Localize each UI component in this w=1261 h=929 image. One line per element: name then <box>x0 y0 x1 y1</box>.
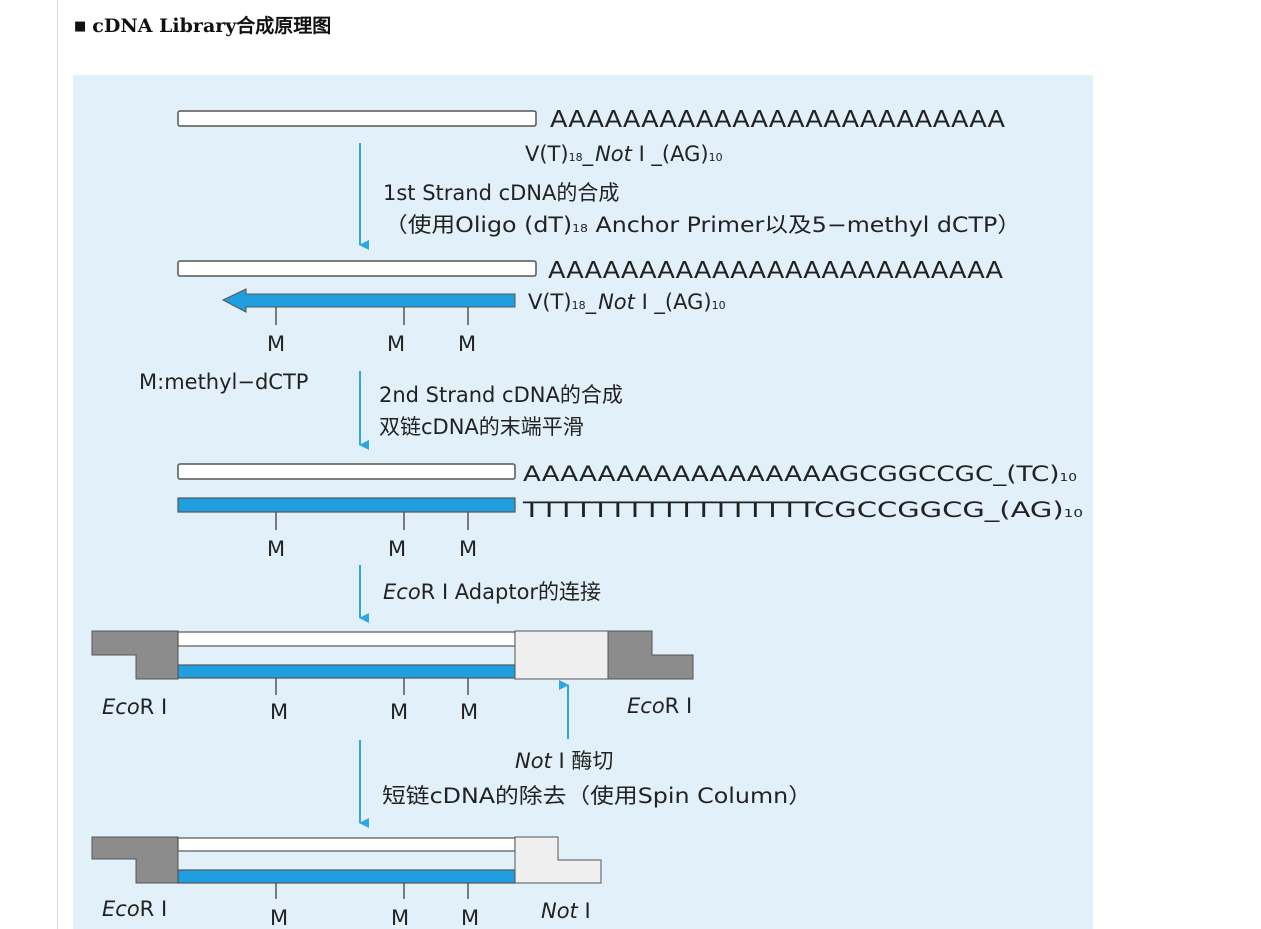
not-i-site-block <box>514 630 609 680</box>
square-bullet-icon: ■ <box>74 19 87 34</box>
primer-label-1: V(T)18_Not I _(AG)10 <box>525 142 723 167</box>
methyl-mark: M <box>460 700 478 724</box>
step2-detail: 双链cDNA的末端平滑 <box>379 415 584 439</box>
ligated-top-strand <box>177 631 516 647</box>
ecori-adaptor-right <box>607 630 694 680</box>
methyl-mark: M <box>458 332 476 356</box>
mrna-polya-tail-1: AAAAAAAAAAAAAAAAAAAAAAAAA <box>550 107 1005 133</box>
methyl-mark: M <box>270 700 288 724</box>
methyl-mark: M <box>461 906 479 929</box>
not-i-label-final: Not I <box>541 899 591 923</box>
diagram-panel: AAAAAAAAAAAAAAAAAAAAAAAAA V(T)18_Not I _… <box>73 75 1093 929</box>
methyl-mark: M <box>387 332 405 356</box>
primer-label-2: V(T)18_Not I _(AG)10 <box>528 290 726 315</box>
methyl-mark: M <box>267 332 285 356</box>
cdna-synthesis-diagram: AAAAAAAAAAAAAAAAAAAAAAAAA V(T)18_Not I _… <box>91 107 1083 929</box>
step1-label: 1st Strand cDNA的合成 <box>383 181 619 205</box>
ecori-adaptor-final <box>91 836 179 884</box>
step4-label: Not I 酶切 <box>515 749 613 773</box>
heading-text: cDNA Library合成原理图 <box>92 15 332 37</box>
step4-detail: 短链cDNA的除去（使用Spin Column） <box>382 784 812 808</box>
step2-label: 2nd Strand cDNA的合成 <box>379 383 623 407</box>
ds-bottom-strand <box>177 497 516 513</box>
mrna-strand-1 <box>177 110 537 127</box>
ds-top-sequence: AAAAAAAAAAAAAAAAAGCGGCCGC_(TC)10 <box>523 462 1077 487</box>
ligated-bottom-strand <box>177 664 516 679</box>
ecori-label-final: EcoR I <box>102 897 167 921</box>
methyl-mark: M <box>390 700 408 724</box>
mrna-polya-tail-2: AAAAAAAAAAAAAAAAAAAAAAAAA <box>548 258 1003 284</box>
step1-detail: （使用Oligo (dT)18 Anchor Primer以及5−methyl … <box>384 213 1021 237</box>
methyl-mark: M <box>388 537 406 561</box>
methyl-mark: M <box>267 537 285 561</box>
ds-top-strand <box>177 463 516 480</box>
methyl-mark: M <box>270 906 288 929</box>
step3-label: EcoR I Adaptor的连接 <box>383 580 601 604</box>
ds-bottom-sequence: TTTTTTTTTTTTTTTTTCGCCGGCG_(AG)10 <box>522 498 1083 523</box>
final-bottom-strand <box>177 869 516 884</box>
left-border-line <box>57 0 58 929</box>
ecori-label-left: EcoR I <box>102 695 167 719</box>
mrna-strand-2 <box>177 260 537 277</box>
first-strand-cdna-arrow <box>221 288 516 313</box>
methyl-legend: M:methyl−dCTP <box>139 370 308 394</box>
not-i-end-final <box>514 836 602 884</box>
final-top-strand <box>177 837 516 852</box>
ecori-label-right: EcoR I <box>627 694 692 718</box>
methyl-mark: M <box>391 906 409 929</box>
section-heading: ■ cDNA Library合成原理图 <box>74 11 331 38</box>
ecori-adaptor-left <box>91 630 179 680</box>
methyl-mark: M <box>459 537 477 561</box>
